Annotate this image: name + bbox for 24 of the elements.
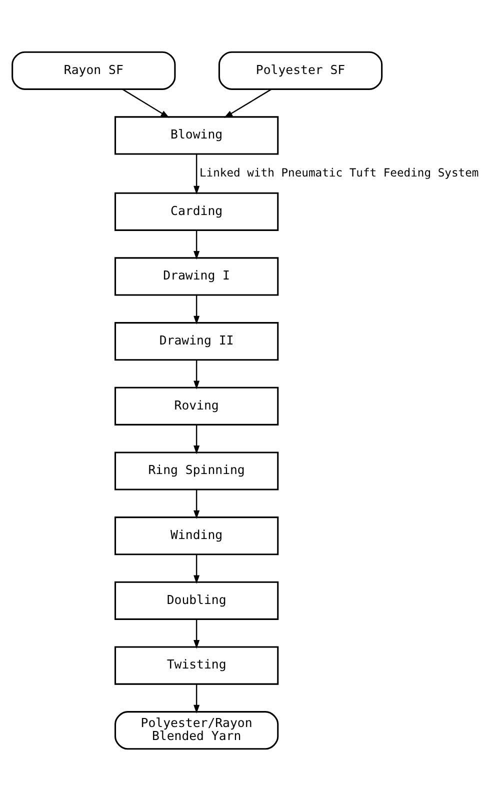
- node-box: Doubling: [114, 581, 279, 620]
- arrow: [194, 425, 200, 454]
- arrow: [194, 360, 200, 390]
- arrow: [194, 620, 200, 649]
- arrow: [122, 88, 170, 118]
- arrow: [194, 684, 200, 714]
- node-box: Blowing: [114, 116, 279, 155]
- node-box: Drawing I: [114, 257, 279, 296]
- node-box: Drawing II: [114, 322, 279, 361]
- node-box: Polyester/Rayon Blended Yarn: [114, 711, 279, 750]
- node-box: Carding: [114, 192, 279, 231]
- edge-label: Linked with Pneumatic Tuft Feeding System: [199, 165, 479, 180]
- arrow: [224, 88, 272, 118]
- node-box: Roving: [114, 386, 279, 426]
- node-box: Rayon SF: [12, 51, 176, 90]
- arrow: [194, 490, 200, 520]
- node-box: Polyester SF: [218, 51, 383, 90]
- node-box: Ring Spinning: [114, 452, 279, 490]
- arrow: [194, 554, 200, 584]
- arrow: [194, 154, 200, 195]
- node-box: Winding: [114, 516, 279, 556]
- node-box: Twisting: [114, 646, 279, 685]
- arrow: [194, 295, 200, 325]
- arrow: [194, 230, 200, 260]
